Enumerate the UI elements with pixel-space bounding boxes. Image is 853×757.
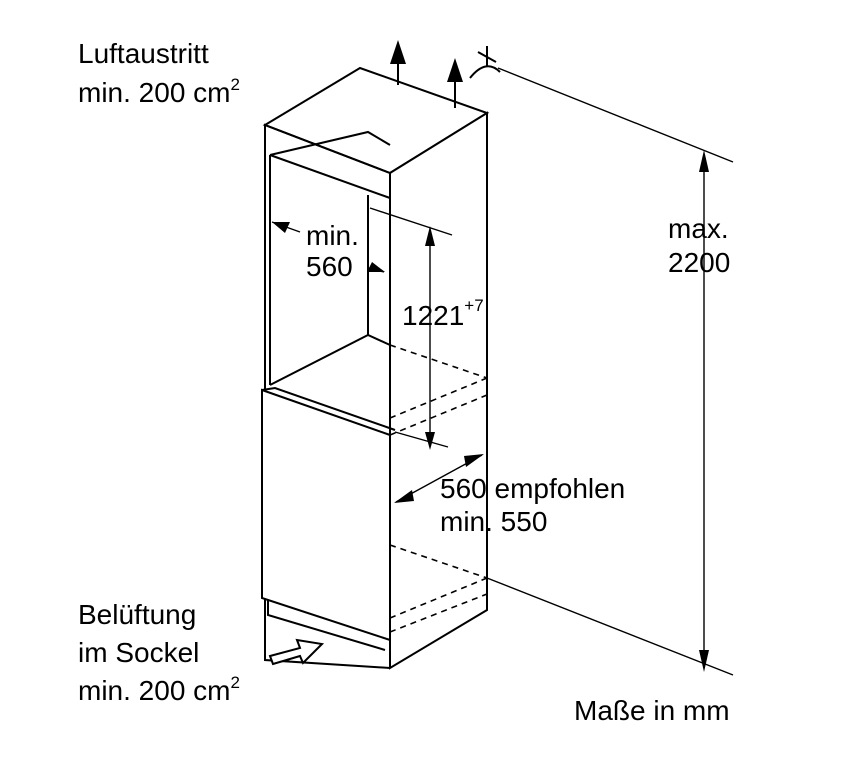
units-note: Maße in mm bbox=[574, 695, 730, 726]
ventilation-label-line3: min. 200 cm2 bbox=[78, 673, 240, 706]
depth-dimension bbox=[394, 454, 484, 503]
max-height-label-line1: max. bbox=[668, 213, 729, 244]
max-height-label-line2: 2200 bbox=[668, 247, 730, 278]
ventilation-label-line2: im Sockel bbox=[78, 637, 199, 668]
hollow-arrow-right-icon bbox=[268, 638, 325, 666]
niche-height-dimension bbox=[369, 207, 453, 450]
niche-width-label-line1: min. bbox=[306, 220, 359, 251]
appliance-top-edge bbox=[261, 386, 396, 431]
appliance-body bbox=[261, 344, 488, 651]
niche-width-label-line2: 560 bbox=[306, 251, 353, 282]
depth-label-line2: min. 550 bbox=[440, 506, 547, 537]
depth-label-line1: 560 empfohlen bbox=[440, 473, 625, 504]
chimney-symbol-icon bbox=[469, 46, 501, 79]
opening-floor bbox=[269, 333, 391, 386]
air-outlet-label-line1: Luftaustritt bbox=[78, 38, 209, 69]
ventilation-label-line1: Belüftung bbox=[78, 599, 196, 630]
opening-top-inner bbox=[269, 154, 391, 199]
niche-height-label: 1221+7 bbox=[402, 296, 484, 331]
arrow-up-icon bbox=[390, 40, 463, 108]
plinth-outline bbox=[267, 600, 386, 651]
air-outlet-label-line2: min. 200 cm2 bbox=[78, 75, 240, 108]
niche-cabinet bbox=[262, 66, 490, 670]
appliance-front-face bbox=[261, 388, 391, 642]
max-height-dimension bbox=[486, 67, 734, 676]
niche-width-dimension bbox=[271, 221, 385, 273]
opening-top-edge bbox=[269, 130, 391, 156]
